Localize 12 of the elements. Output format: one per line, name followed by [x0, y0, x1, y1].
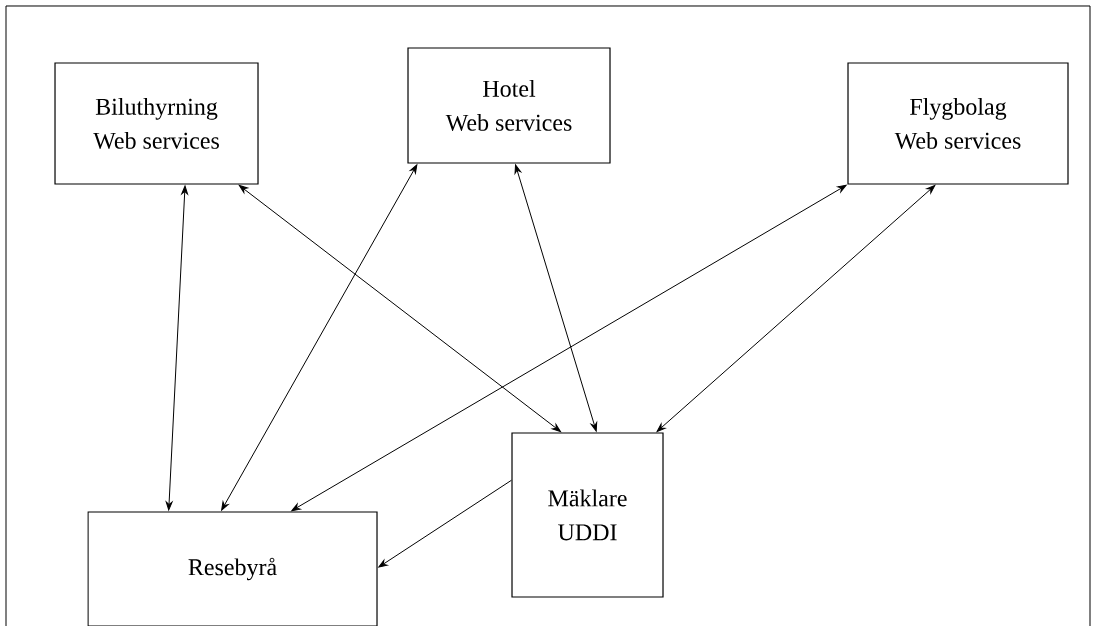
arrow — [165, 185, 188, 511]
arrow — [291, 184, 847, 512]
arrow — [656, 185, 936, 432]
arrow — [238, 185, 561, 432]
service-box: Biluthyrning Web services — [54, 62, 259, 185]
service-box: Mäklare UDDI — [511, 432, 664, 598]
service-box: Flygbolag Web services — [847, 62, 1069, 185]
arrow — [221, 164, 418, 511]
arrow — [514, 164, 598, 432]
service-box: Hotel Web services — [407, 47, 611, 164]
service-box: Resebyrå — [87, 511, 378, 626]
arrow — [378, 479, 512, 568]
